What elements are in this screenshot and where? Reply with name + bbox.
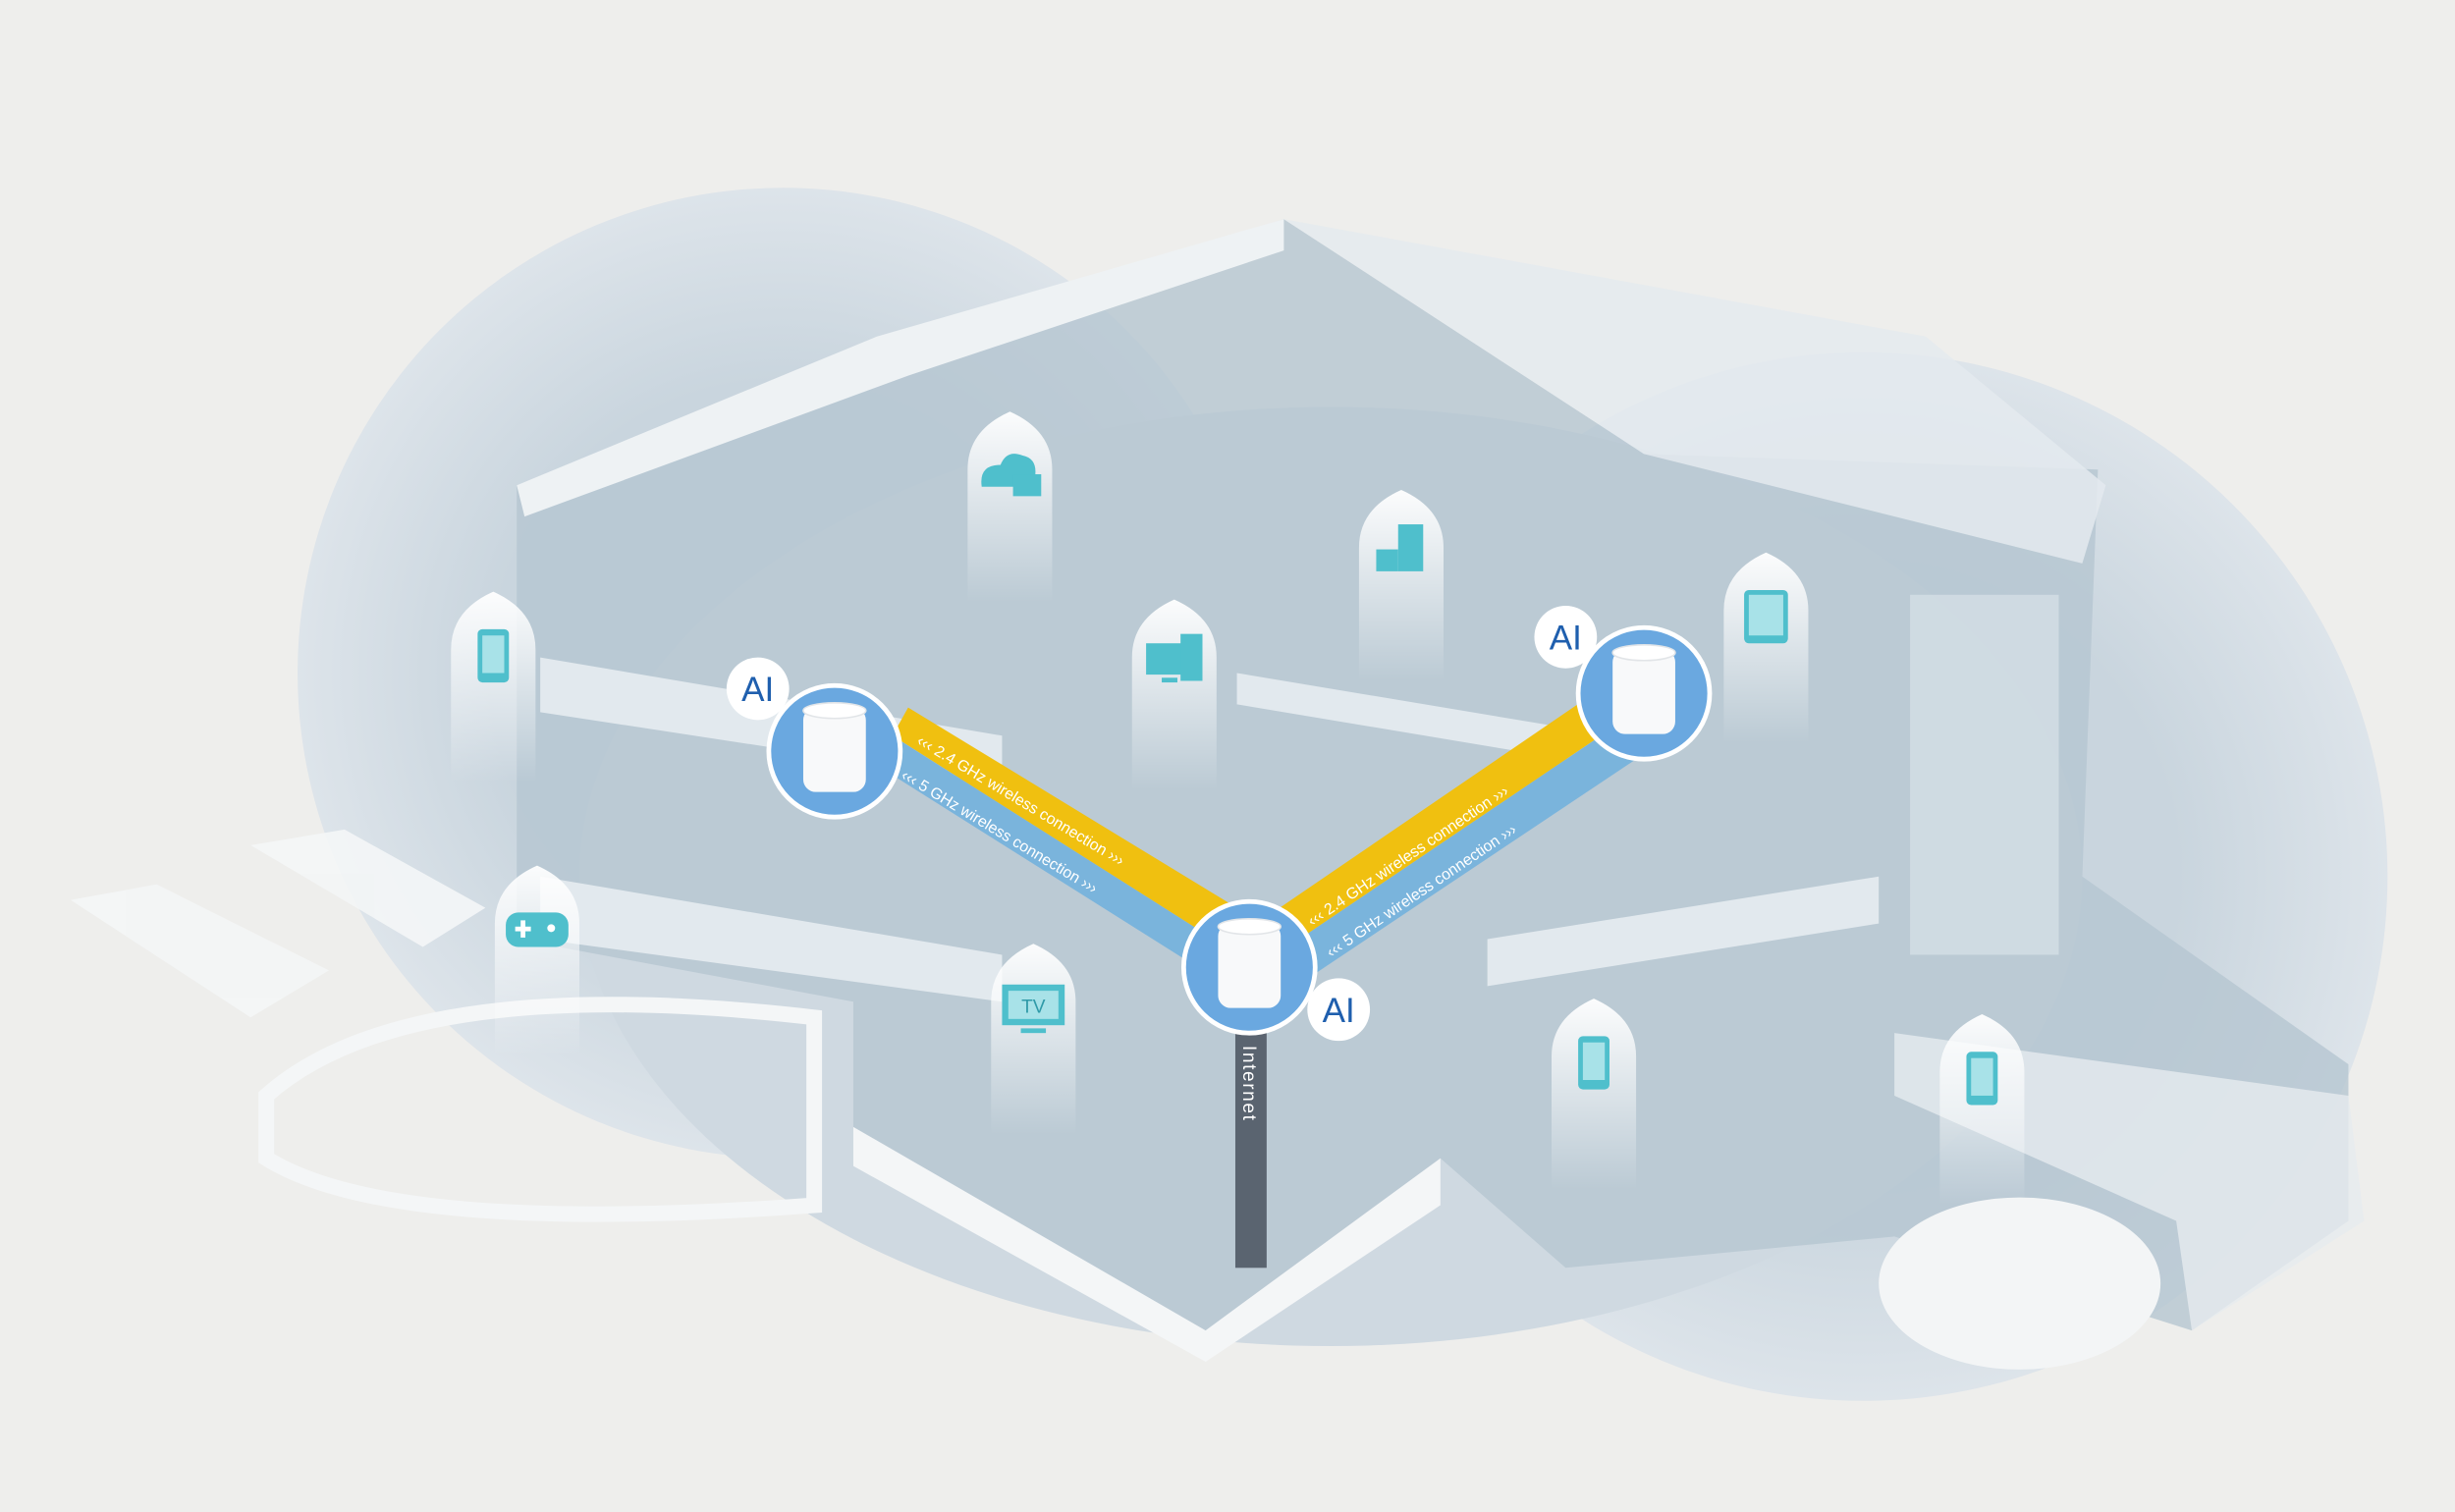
tv-icon: TV [1002, 984, 1065, 1034]
cloud-storage-icon [981, 454, 1042, 497]
phone-icon [477, 628, 510, 683]
phone-icon [1966, 1052, 1998, 1106]
tv-label: TV [1021, 997, 1046, 1017]
device-pin [1723, 552, 1809, 744]
device-pin: TV [991, 944, 1076, 1135]
ai-badge-label: AI [741, 671, 774, 709]
internet-line [1234, 1017, 1267, 1269]
device-pin [1358, 489, 1444, 681]
phone-icon [1578, 1036, 1609, 1090]
ai-badge: AI [1307, 978, 1371, 1042]
device-pin [1131, 599, 1217, 791]
device-pin [1552, 999, 1637, 1190]
computer-icon [1146, 633, 1203, 683]
ai-badge-label: AI [1323, 992, 1355, 1030]
device-pin [967, 411, 1053, 603]
device-pin [494, 865, 579, 1057]
smart-home-icon [1376, 524, 1424, 571]
gamepad-icon [506, 912, 569, 947]
ai-badge-label: AI [1550, 620, 1582, 658]
router-icon [1217, 918, 1282, 1008]
mesh-router-node-left: AI [726, 657, 903, 820]
router-icon [1611, 644, 1676, 734]
mesh-router-node-center: AI [1180, 898, 1371, 1042]
ai-badge: AI [726, 657, 790, 721]
device-pin [451, 591, 536, 783]
router-icon [802, 702, 867, 792]
ai-badge: AI [1534, 605, 1598, 669]
device-pin [1939, 1014, 2025, 1206]
tablet-icon [1744, 590, 1788, 644]
internet-label: Internet [1238, 1046, 1259, 1122]
mesh-router-node-right: AI [1534, 605, 1713, 762]
